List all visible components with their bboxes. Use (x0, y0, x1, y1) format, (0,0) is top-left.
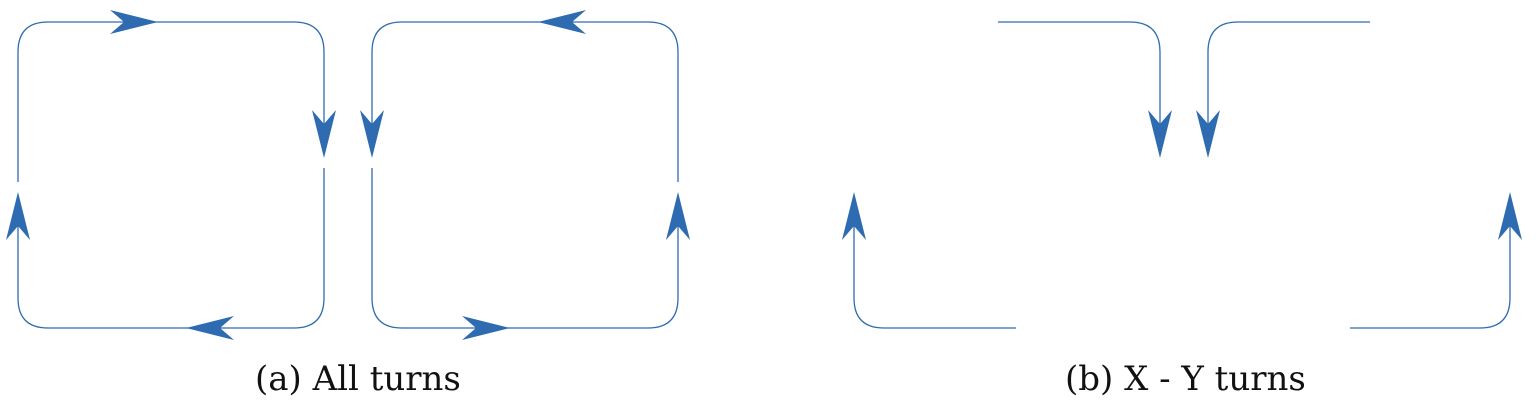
loop-right-counterclockwise (371, 21, 679, 182)
diagram-b-xy-turns (842, 21, 1522, 329)
loop-right-counterclockwise-return (371, 168, 679, 329)
path-right-then-down (998, 21, 1161, 130)
path-up-from-bottom-right (1350, 220, 1511, 329)
caption-all-turns: (a) All turns (255, 359, 461, 399)
path-up-from-bottom-left (853, 220, 1016, 329)
caption-xy-turns: (b) X - Y turns (1065, 359, 1306, 399)
loop-left-clockwise-return (17, 168, 325, 329)
path-left-then-down (1207, 21, 1370, 130)
loop-left-clockwise (17, 21, 325, 182)
diagram-a-all-turns (6, 10, 690, 340)
